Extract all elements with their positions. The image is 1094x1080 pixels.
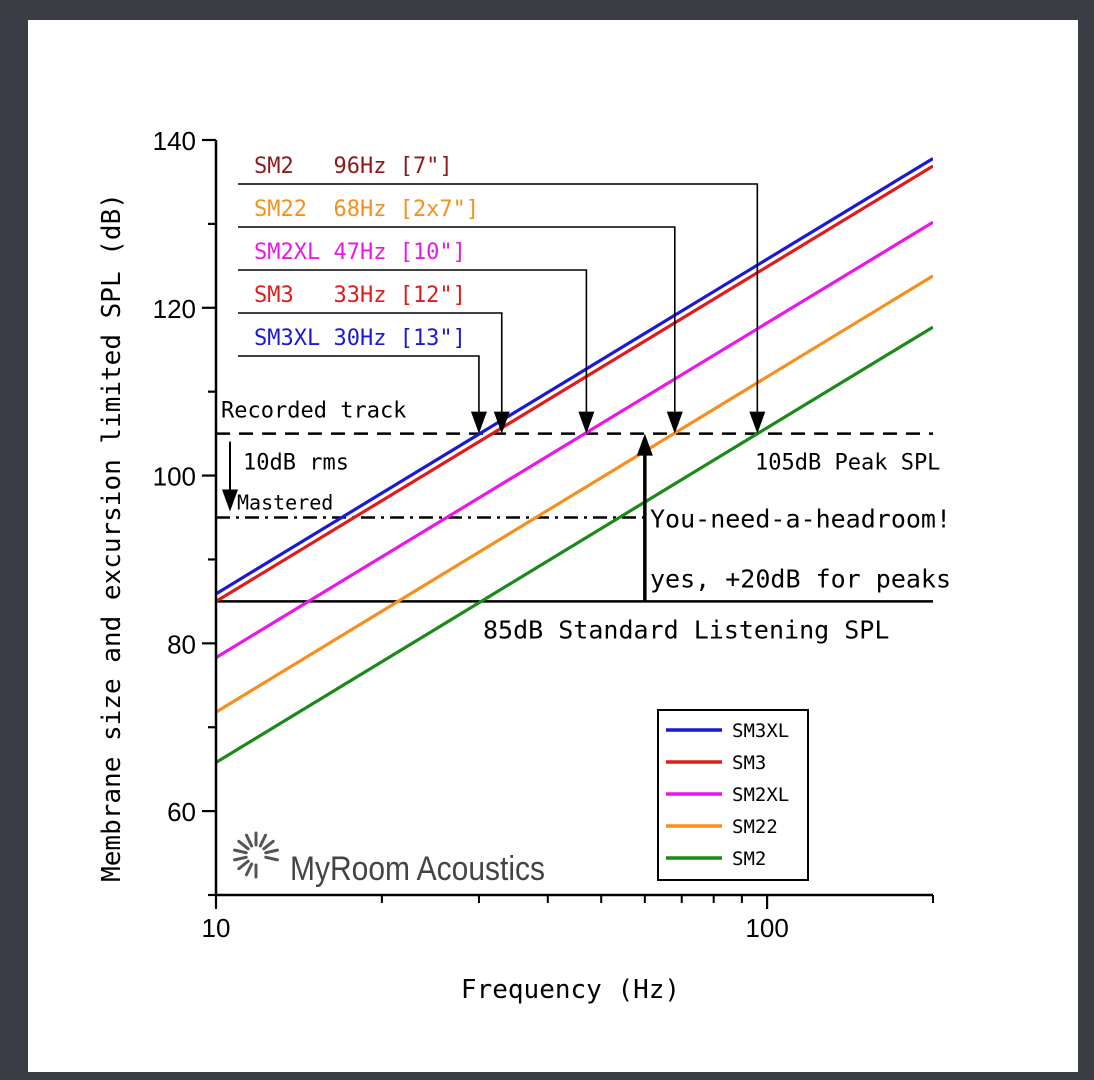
series-line-sm2xl [216, 220, 933, 659]
y-tick-label-100: 100 [153, 462, 196, 492]
series-line-sm3 [216, 164, 933, 603]
cutoff-label-68hz: SM22 68Hz [2x7"] [254, 197, 479, 222]
peak-spl-label: 105dB Peak SPL [755, 451, 940, 476]
sunburst-ray [244, 833, 254, 848]
cutoff-markers: SM2 96Hz [7"] SM22 68Hz [2x7"] SM2XL 47Hz … [238, 154, 766, 434]
cutoff-label-96hz: SM2 96Hz [7"] [254, 154, 453, 179]
series-line-sm3xl [216, 157, 933, 596]
sunburst-ray [233, 855, 248, 862]
series-lines [216, 157, 933, 764]
sunburst-ray [244, 862, 254, 877]
cutoff-leader-33hz [238, 312, 503, 414]
cutoff-label-30hz: SM3XL 30Hz [13"] [254, 326, 466, 351]
legend-label-sm3xl: SM3XL [732, 720, 789, 742]
y-tick-label-120: 120 [153, 294, 196, 324]
reference-lines [216, 432, 933, 603]
standard-spl-label: 85dB Standard Listening SPL [483, 615, 889, 644]
sunburst-ray [264, 848, 279, 855]
sunburst-ray [264, 855, 279, 862]
logo: MyRoom Acoustics [233, 831, 545, 888]
y-tick-label-80: 80 [167, 629, 196, 659]
mastered-label: Mastered [237, 491, 333, 515]
legend-label-sm3: SM3 [732, 752, 766, 774]
cutoff-arrow-30hz [470, 411, 487, 434]
series-line-sm22 [216, 274, 933, 714]
sunburst-ray [262, 839, 275, 851]
headroom-arrow-head [636, 433, 653, 456]
x-tick-label-100: 100 [745, 913, 788, 943]
sunburst-ray [237, 839, 250, 851]
sunburst-ray [258, 833, 268, 848]
y-tick-label-60: 60 [167, 797, 196, 827]
series-line-sm2 [216, 325, 933, 764]
legend-label-sm22: SM22 [732, 816, 778, 838]
y-tick-label-140: 140 [153, 126, 196, 156]
logo-text: MyRoom Acoustics [290, 850, 545, 888]
sunburst-ray [237, 859, 250, 871]
cutoff-arrow-96hz [749, 411, 766, 434]
cutoff-label-33hz: SM3 33Hz [12"] [254, 283, 466, 308]
x-axis-label: Frequency (Hz) [461, 975, 680, 1005]
legend-label-sm2: SM2 [732, 848, 766, 870]
cutoff-leader-96hz [238, 183, 759, 414]
x-tick-label-10: 10 [202, 913, 231, 943]
y-axis-label: Membrane size and excursion limited SPL … [97, 193, 127, 882]
cutoff-arrow-47hz [578, 411, 595, 434]
cutoff-label-47hz: SM2XL 47Hz [10"] [254, 240, 466, 265]
cutoff-leader-68hz [238, 226, 676, 414]
peaks-label: yes, +20dB for peaks [650, 564, 951, 593]
chart-card: SM2 96Hz [7"] SM22 68Hz [2x7"] SM2XL 47Hz … [28, 20, 1078, 1072]
legend-label-sm2xl: SM2XL [732, 784, 789, 806]
rms-label: 10dB rms [243, 451, 349, 476]
spl-chart: SM2 96Hz [7"] SM22 68Hz [2x7"] SM2XL 47Hz … [97, 126, 951, 1005]
cutoff-leader-47hz [238, 269, 588, 414]
rms-arrow-head [222, 489, 238, 512]
sunburst-ray [233, 848, 248, 855]
headroom-label: You-need-a-headroom! [650, 505, 951, 534]
cutoff-arrow-68hz [666, 411, 683, 434]
cutoff-leader-30hz [238, 355, 480, 414]
recorded-track-label: Recorded track [221, 399, 406, 424]
sunburst-icon [233, 831, 279, 879]
cutoff-arrow-33hz [493, 411, 510, 434]
